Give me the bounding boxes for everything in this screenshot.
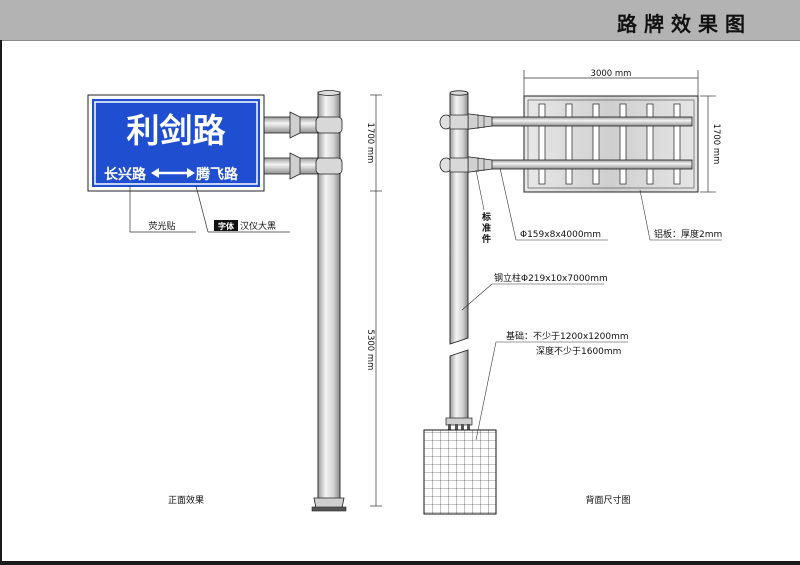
front-clamp-lower bbox=[315, 157, 343, 175]
front-view-caption: 正面效果 bbox=[168, 494, 204, 506]
callout-std-part-label: 标 准 件 bbox=[481, 211, 494, 245]
callout-std-part-leader bbox=[475, 169, 485, 211]
callout-foundation-line1: 基础：不少于1200x1200mm bbox=[506, 330, 629, 342]
callout-panel-label: 铝板：厚度2mm bbox=[654, 228, 722, 240]
double-arrow-icon bbox=[151, 168, 195, 178]
front-clamp-upper bbox=[315, 116, 343, 134]
back-pole-lower bbox=[449, 349, 469, 421]
font-tag-label: 字体 bbox=[218, 221, 235, 231]
sign-main-text: 利剑路 bbox=[127, 111, 227, 150]
font-name-label: 汉仪大黑 bbox=[240, 220, 276, 232]
sign-right-road: 腾飞路 bbox=[196, 166, 239, 183]
callout-font-leader bbox=[195, 185, 209, 233]
back-crossarm-lower bbox=[469, 159, 693, 170]
back-panel-inner-edge bbox=[527, 99, 695, 189]
front-dim-bottom-label: 5300 mm bbox=[365, 330, 375, 371]
callout-foundation-line2: 深度不少于1600mm bbox=[536, 345, 621, 357]
back-panel bbox=[523, 95, 699, 193]
back-pole-upper bbox=[449, 92, 469, 345]
callout-reflective-label: 荧光贴 bbox=[148, 220, 175, 232]
front-view: 利剑路 长兴路 腾飞路 荧光贴 字体 汉仪大黑 1700 mm 5300 bbox=[87, 90, 382, 512]
back-dim-width-label: 3000 mm bbox=[591, 69, 632, 79]
callout-column-label: 钢立柱Φ219x10x7000mm bbox=[494, 272, 608, 284]
sign-left-road: 长兴路 bbox=[104, 166, 147, 183]
header-bar: 路牌效果图 bbox=[0, 0, 800, 41]
front-pole-base bbox=[313, 497, 345, 509]
back-panel-stiffeners bbox=[538, 103, 681, 185]
callout-panel-leader bbox=[639, 189, 651, 241]
back-pole-cap bbox=[449, 90, 469, 96]
front-flange-lower bbox=[289, 152, 301, 180]
back-view: 3000 mm 1700 mm 标 准 件 Φ159x8x4000mm 铝板：厚… bbox=[423, 69, 722, 515]
front-base-plate bbox=[311, 506, 347, 512]
front-flange-upper bbox=[289, 111, 301, 139]
back-view-caption: 背面尺寸图 bbox=[585, 494, 630, 506]
front-pole-cap bbox=[317, 90, 341, 96]
frame-left-border bbox=[0, 40, 2, 565]
front-pole bbox=[317, 91, 341, 505]
font-tag-box bbox=[214, 220, 238, 231]
callout-column-leader bbox=[461, 283, 493, 311]
frame-bottom-border bbox=[0, 561, 800, 565]
callout-crossarm-label: Φ159x8x4000mm bbox=[520, 230, 601, 240]
callout-crossarm-leader bbox=[499, 167, 517, 241]
front-dim-top-label: 1700 mm bbox=[365, 123, 375, 164]
sign-board-border bbox=[94, 101, 258, 185]
callout-foundation-leader bbox=[475, 341, 497, 441]
back-dim-height-label: 1700 mm bbox=[711, 124, 721, 165]
back-foundation bbox=[423, 429, 497, 515]
back-pole-baseplate bbox=[445, 417, 473, 426]
page-title: 路牌效果图 bbox=[617, 12, 752, 36]
back-crossarm-upper bbox=[469, 116, 693, 127]
